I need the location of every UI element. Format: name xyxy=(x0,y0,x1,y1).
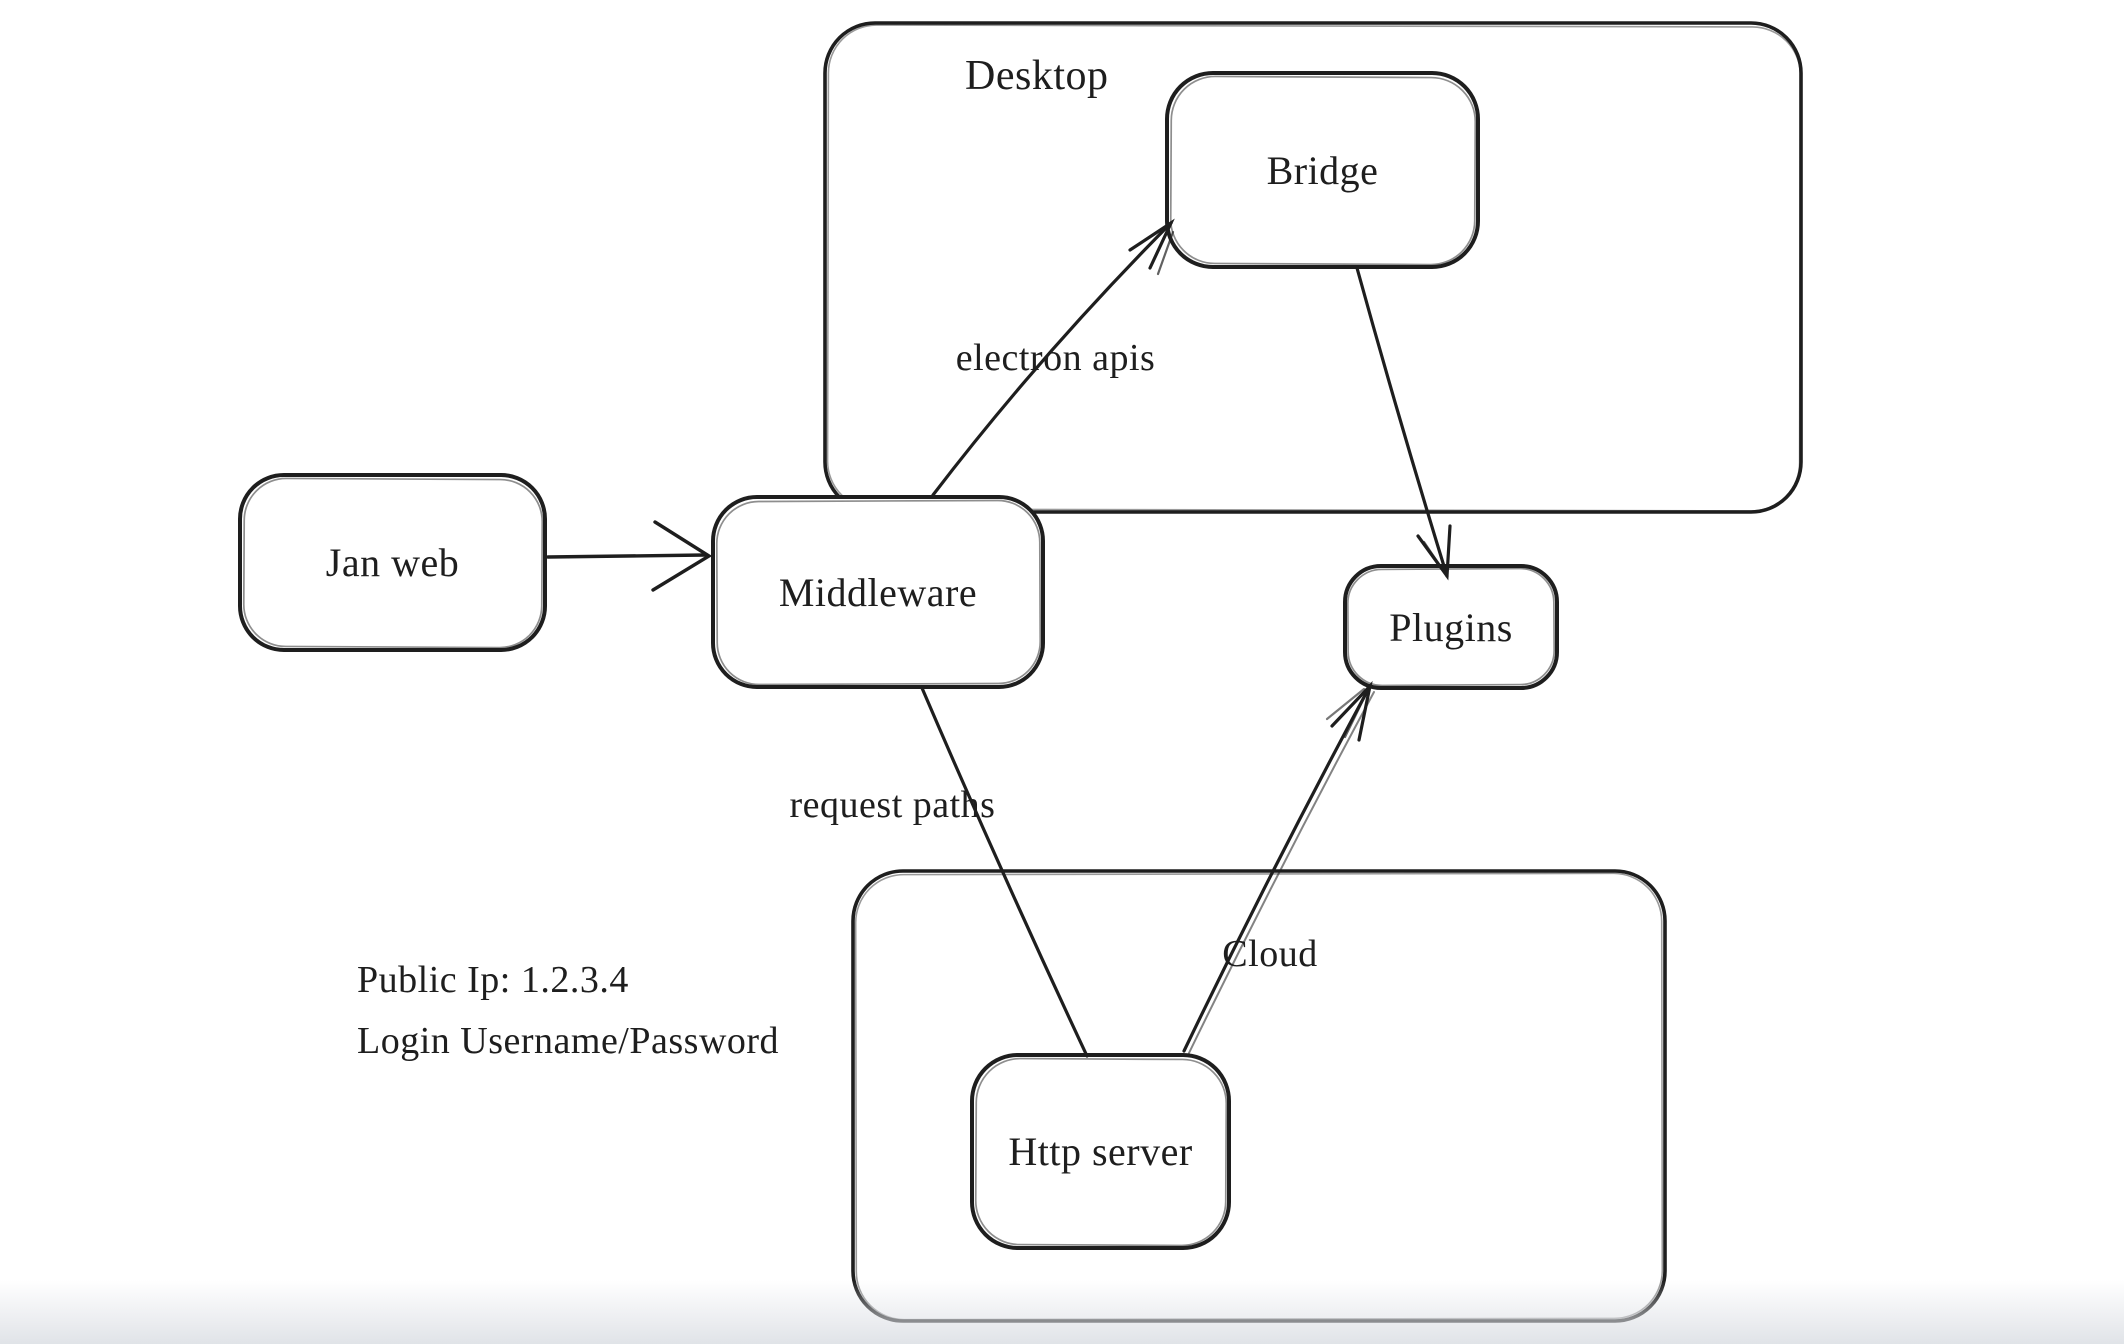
plugins-node-shape[interactable] xyxy=(1343,564,1559,690)
edge-httpserver-to-plugins[interactable] xyxy=(1182,680,1375,1054)
credentials-note-line-public-ip: Public Ip: 1.2.3.4 xyxy=(357,959,629,1001)
middleware-node-shape[interactable] xyxy=(711,495,1045,689)
middleware-node-label: Middleware xyxy=(778,569,978,615)
edge-middleware-to-bridge[interactable] xyxy=(931,218,1175,497)
edge-bridge-to-plugins[interactable] xyxy=(1355,266,1452,581)
bridge-node-label: Bridge xyxy=(1266,147,1379,193)
jan-web-node-label: Jan web xyxy=(325,540,460,585)
bridge-node-shape[interactable] xyxy=(1165,71,1480,269)
http-server-node-shape[interactable] xyxy=(970,1053,1231,1250)
plugins-node-label: Plugins xyxy=(1389,604,1513,650)
electron-apis-edge-label: electron apis xyxy=(955,337,1156,379)
edge-middleware-to-httpserver[interactable] xyxy=(920,686,1089,1058)
credentials-note-line-login: Login Username/Password xyxy=(357,1020,780,1062)
credentials-note[interactable]: Public Ip: 1.2.3.4 Login Username/Passwo… xyxy=(357,950,779,1072)
http-server-node-label: Http server xyxy=(1008,1129,1193,1174)
cloud-container-label: Cloud xyxy=(1222,933,1318,975)
request-paths-edge-label: request paths xyxy=(789,784,996,826)
jan-web-node-shape[interactable] xyxy=(238,473,547,652)
edge-janweb-to-middleware[interactable] xyxy=(546,520,713,592)
desktop-container-label: Desktop xyxy=(965,53,1109,99)
